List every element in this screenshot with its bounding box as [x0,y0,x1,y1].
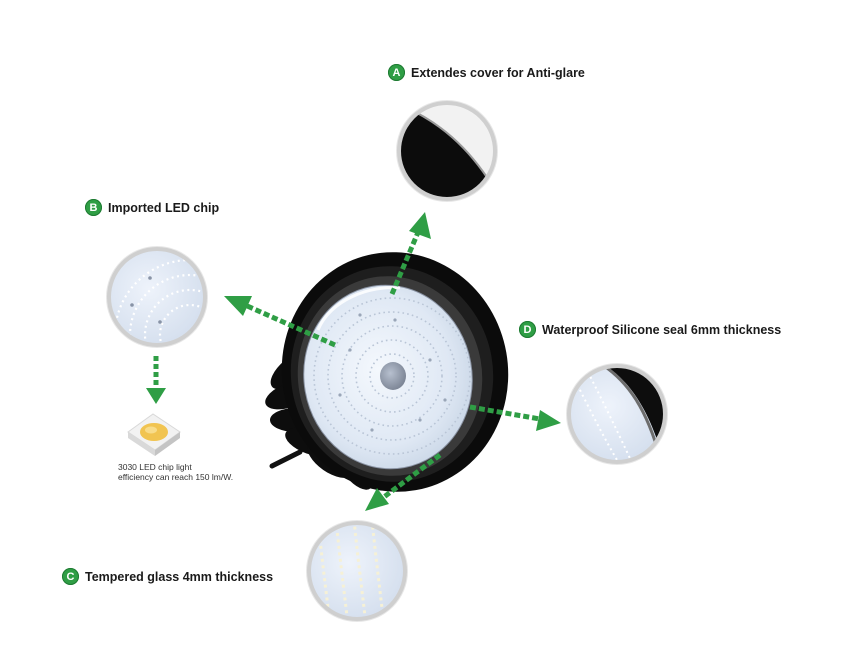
chip-efficiency-note: 3030 LED chip light efficiency can reach… [118,462,288,482]
arrow-to-led-chip [224,296,337,348]
callout-d: D Waterproof Silicone seal 6mm thickness [519,321,781,338]
badge-a: A [388,64,405,81]
callout-b-text: Imported LED chip [108,200,220,215]
callout-c-text: Tempered glass 4mm thickness [85,569,274,584]
arrow-to-chip-image [146,356,166,404]
badge-c: C [62,568,79,585]
arrow-to-silicone-seal [469,404,561,431]
lens-reflection [316,286,401,331]
led-chip-3030-image [127,413,181,456]
ufo-lamp-illustration [265,252,509,492]
callout-a-text: Extendes cover for Anti-glare [411,65,585,80]
detail-circle-silicone-seal [566,363,668,465]
chip-note-line-2: efficiency can reach 150 lm/W. [118,472,234,482]
arrow-to-tempered-glass [365,453,442,511]
arrow-to-anti-glare [389,212,431,295]
led-array [313,297,471,455]
detail-circle-led-chip [106,246,208,348]
callout-a: A Extendes cover for Anti-glare [388,64,585,81]
chip-note-line-1: 3030 LED chip light [118,462,192,472]
callout-b: B Imported LED chip [85,199,219,216]
detail-circle-anti-glare [396,100,498,202]
detail-circle-tempered-glass [306,520,408,622]
power-cable [269,449,303,469]
callout-c: C Tempered glass 4mm thickness [62,568,273,585]
badge-b: B [85,199,102,216]
center-hub [380,362,406,390]
badge-d: D [519,321,536,338]
callout-d-text: Waterproof Silicone seal 6mm thickness [542,322,782,337]
